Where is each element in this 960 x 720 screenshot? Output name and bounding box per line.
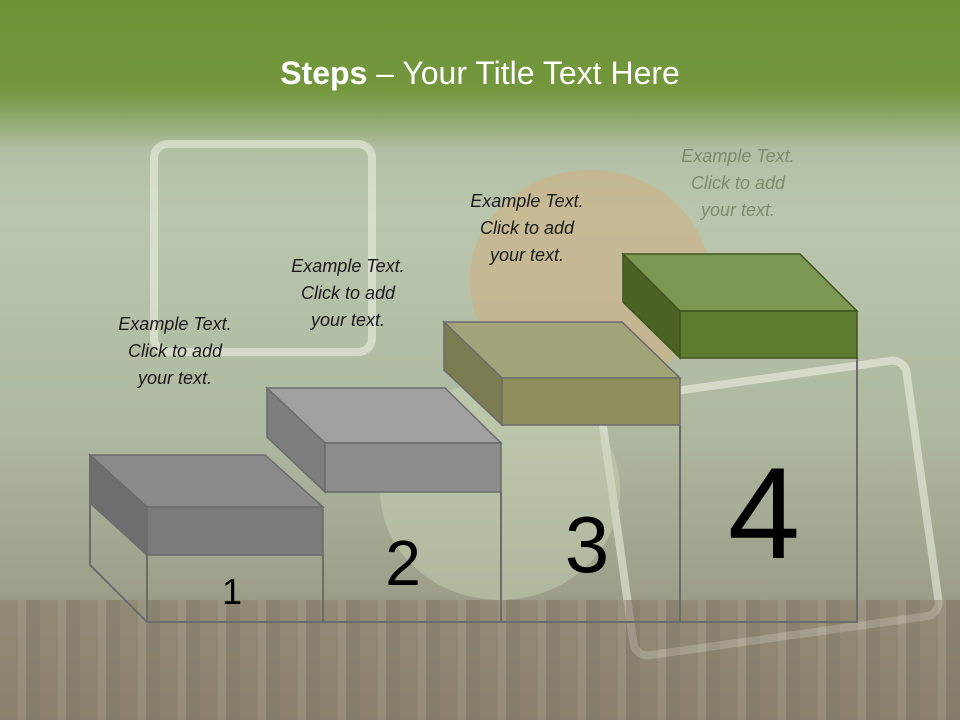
step-2-text-line-1: Example Text. [291, 256, 405, 276]
step-2-text[interactable]: Example Text. Click to add your text. [263, 253, 433, 334]
step-2[interactable]: 2 [265, 386, 503, 623]
header-band [0, 0, 960, 150]
step-3-text-line-2: Click to add [479, 218, 575, 238]
step-4-text-line-1: Example Text. [681, 146, 795, 166]
step-1-number: 1 [222, 571, 242, 612]
slide-title[interactable]: Steps – Your Title Text Here [0, 55, 960, 92]
step-4-front-face [679, 310, 858, 359]
step-4-text-line-2: Click to add [690, 173, 786, 193]
step-3-text-line-3: your text. [489, 245, 565, 265]
step-3-number: 3 [565, 500, 610, 589]
step-3-text-line-1: Example Text. [470, 191, 584, 211]
step-4-text-line-3: your text. [700, 200, 776, 220]
step-1-text[interactable]: Example Text. Click to add your text. [90, 311, 260, 392]
step-1-front-face [146, 506, 324, 556]
step-2-number: 2 [385, 527, 421, 599]
background-bowl-left [150, 140, 376, 356]
title-rest: – Your Title Text Here [367, 55, 680, 91]
step-4-outline [680, 358, 858, 623]
step-4-text[interactable]: Example Text. Click to add your text. [653, 143, 823, 224]
step-2-text-line-2: Click to add [300, 283, 396, 303]
step-4[interactable]: 4 [621, 252, 859, 623]
title-bold: Steps [280, 55, 368, 91]
step-3[interactable]: 3 [442, 320, 682, 623]
step-3-text[interactable]: Example Text. Click to add your text. [442, 188, 612, 269]
step-1-text-line-3: your text. [137, 368, 213, 388]
step-4-number: 4 [728, 440, 800, 586]
step-3-front-face [501, 377, 681, 426]
background-bamboo-mat [0, 600, 960, 720]
step-1-text-line-1: Example Text. [118, 314, 232, 334]
step-1[interactable]: 1 [88, 453, 325, 623]
step-2-front-face [324, 442, 502, 493]
step-2-text-line-3: your text. [310, 310, 386, 330]
step-1-text-line-2: Click to add [127, 341, 223, 361]
